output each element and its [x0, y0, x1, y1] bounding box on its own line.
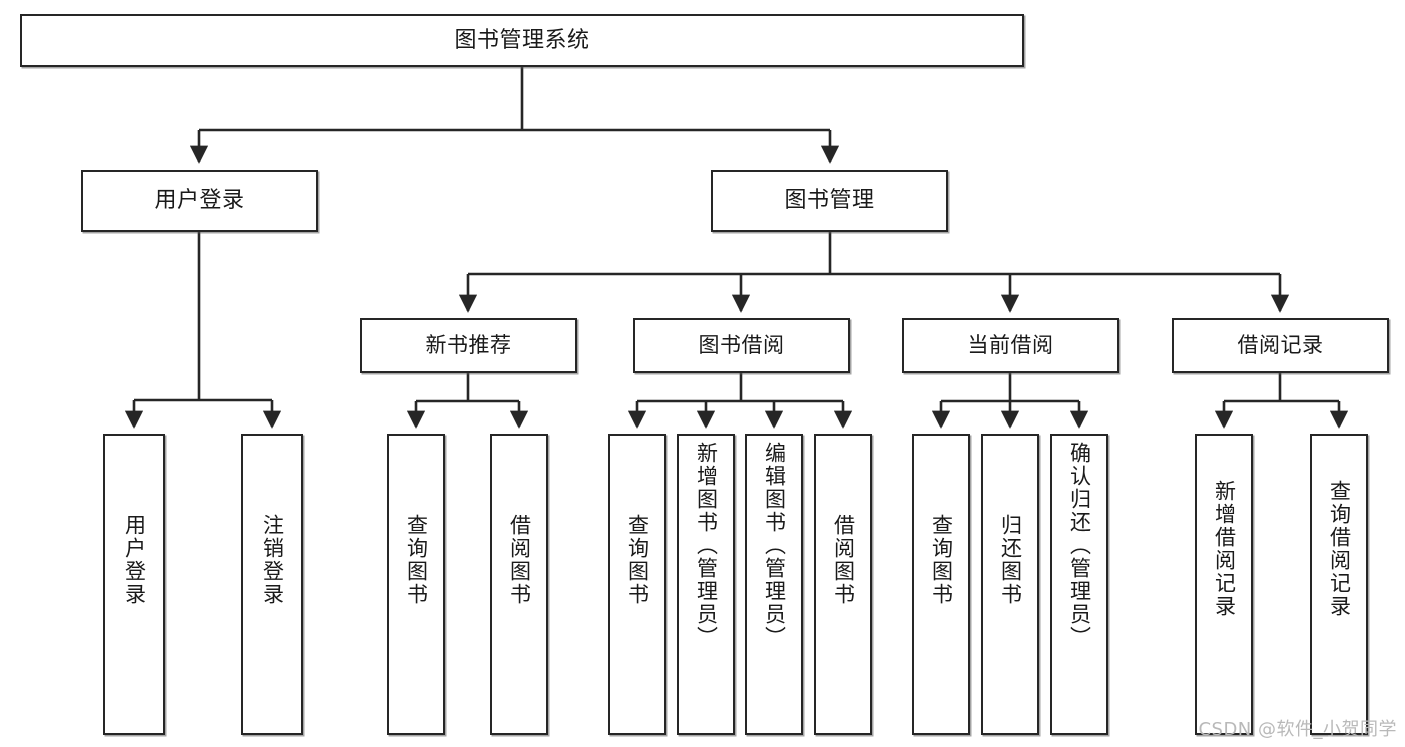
leaf-return-book[interactable]: 归还图书	[981, 434, 1039, 735]
node-borrow-record[interactable]: 借阅记录	[1172, 318, 1389, 373]
node-label: 确认归还（管理员）	[1067, 442, 1092, 649]
node-label: 注销登录	[260, 514, 285, 606]
node-label: 查询图书	[625, 514, 650, 606]
leaf-query-book-recommend[interactable]: 查询图书	[387, 434, 445, 735]
leaf-borrow-book-recommend[interactable]: 借阅图书	[490, 434, 548, 735]
node-label: 编辑图书（管理员）	[762, 442, 787, 649]
node-label: 借阅记录	[1237, 333, 1324, 358]
node-label: 新增图书（管理员）	[694, 442, 719, 649]
node-label: 用户登录	[154, 188, 245, 214]
leaf-add-book-admin[interactable]: 新增图书（管理员）	[677, 434, 735, 735]
node-label: 查询图书	[404, 514, 429, 606]
node-label: 新增借阅记录	[1212, 480, 1237, 618]
node-label: 图书管理系统	[454, 27, 590, 53]
node-label: 归还图书	[998, 514, 1023, 606]
leaf-confirm-return-admin[interactable]: 确认归还（管理员）	[1050, 434, 1108, 735]
csdn-watermark: CSDN @软件_小贺同学	[1198, 719, 1397, 740]
node-new-book-recommend[interactable]: 新书推荐	[360, 318, 577, 373]
node-label: 查询图书	[929, 514, 954, 606]
node-label: 新书推荐	[425, 333, 512, 358]
node-label: 借阅图书	[507, 514, 532, 606]
leaf-user-login[interactable]: 用户登录	[103, 434, 165, 735]
node-root-book-management-system[interactable]: 图书管理系统	[20, 14, 1024, 67]
leaf-query-book-borrow[interactable]: 查询图书	[608, 434, 666, 735]
leaf-add-borrow-record[interactable]: 新增借阅记录	[1195, 434, 1253, 735]
node-label: 图书借阅	[698, 333, 785, 358]
node-label: 用户登录	[122, 514, 147, 606]
leaf-query-borrow-record[interactable]: 查询借阅记录	[1310, 434, 1368, 735]
node-book-management[interactable]: 图书管理	[711, 170, 948, 232]
leaf-edit-book-admin[interactable]: 编辑图书（管理员）	[745, 434, 803, 735]
node-user-login[interactable]: 用户登录	[81, 170, 318, 232]
leaf-borrow-book[interactable]: 借阅图书	[814, 434, 872, 735]
node-current-borrow[interactable]: 当前借阅	[902, 318, 1119, 373]
node-label: 当前借阅	[967, 333, 1054, 358]
node-label: 图书管理	[784, 188, 875, 214]
node-book-borrow[interactable]: 图书借阅	[633, 318, 850, 373]
leaf-query-book-current[interactable]: 查询图书	[912, 434, 970, 735]
node-label: 借阅图书	[831, 514, 856, 606]
node-label: 查询借阅记录	[1327, 480, 1352, 618]
leaf-logout[interactable]: 注销登录	[241, 434, 303, 735]
